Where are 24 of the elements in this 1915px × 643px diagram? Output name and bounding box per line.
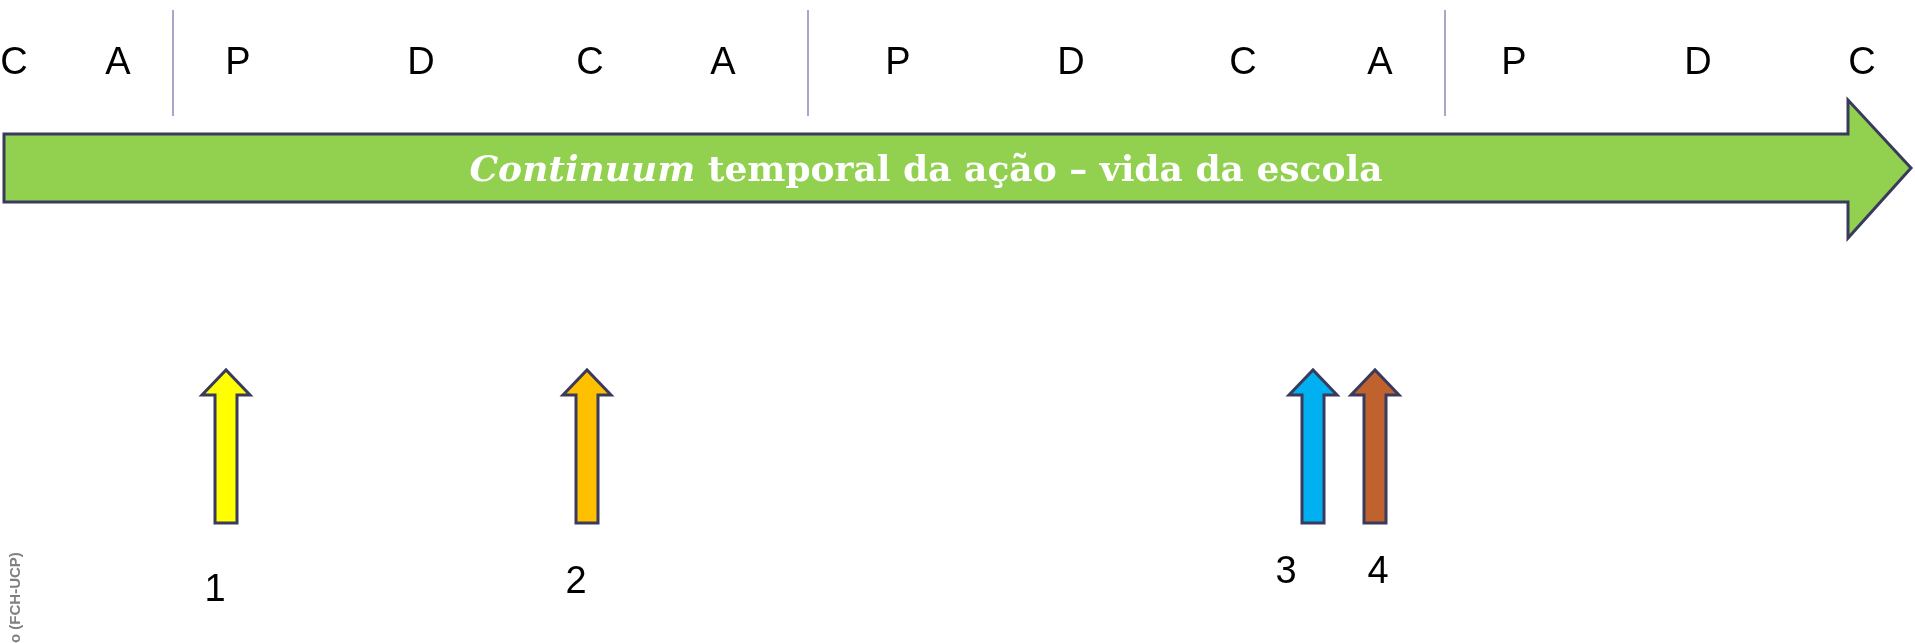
phase-letter: A [105, 42, 131, 80]
moment-number: 1 [204, 569, 226, 607]
timeline-title: Continuum temporal da ação – vida da escola [469, 147, 1383, 189]
phase-letter: A [710, 42, 736, 80]
phase-letter: C [576, 42, 604, 80]
phase-letter: D [1684, 42, 1712, 80]
phase-letter: P [225, 42, 251, 80]
phase-letter: C [1229, 42, 1257, 80]
moment-number: 4 [1367, 551, 1389, 589]
phase-letter: C [0, 42, 28, 80]
timeline-arrow [2, 96, 1914, 242]
phase-letter: D [407, 42, 435, 80]
phase-letter: P [1501, 42, 1527, 80]
moment-number: 2 [565, 561, 587, 599]
arrow [559, 367, 615, 525]
arrow [1347, 367, 1403, 525]
arrow [198, 367, 254, 525]
phase-letter: P [885, 42, 911, 80]
arrow [1285, 367, 1341, 525]
source-note: o (FCH-UCP) [6, 552, 23, 643]
moment-number: 3 [1275, 551, 1297, 589]
phase-letter: A [1367, 42, 1393, 80]
phase-letter: D [1057, 42, 1085, 80]
phase-letter: C [1848, 42, 1876, 80]
